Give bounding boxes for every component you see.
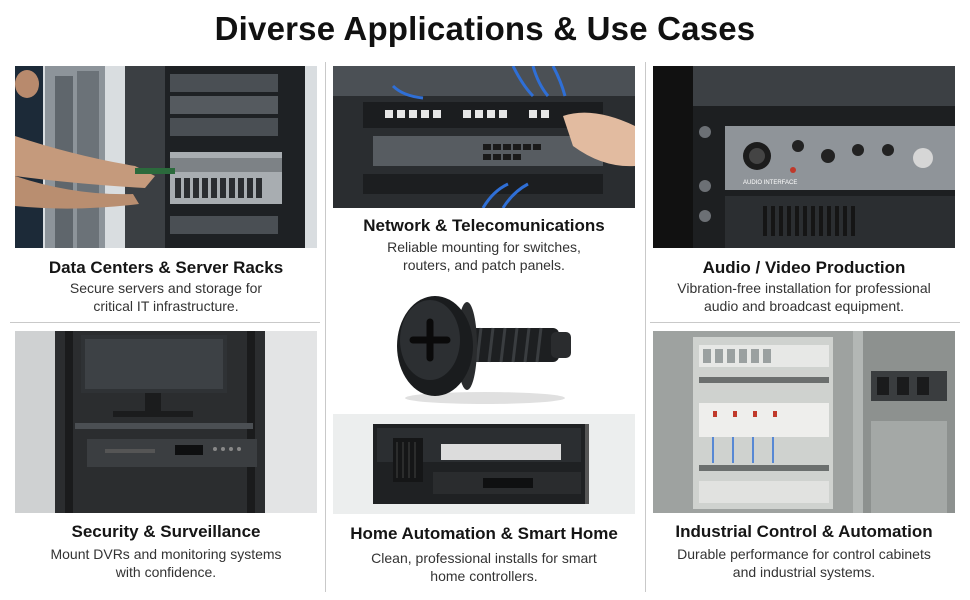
audio-interface-label: AUDIO INTERFACE <box>743 180 797 186</box>
industrial-desc-line-1: Durable performance for control cabinets <box>677 546 931 562</box>
data-centers-title: Data Centers & Server Racks <box>48 258 284 277</box>
network-desc-line-1: Reliable mounting for switches, <box>387 239 581 255</box>
home-automation-desc-line-2: home controllers. <box>430 568 538 584</box>
network-rack-photo <box>333 66 635 208</box>
grid-divider-vertical-left <box>325 62 326 592</box>
audio-video-description: Vibration-free installation for professi… <box>653 279 955 315</box>
home-automation-desc-line-1: Clean, professional installs for smart <box>371 550 597 566</box>
page-title: Diverse Applications & Use Cases <box>214 10 756 47</box>
grid-divider-horizontal-right <box>650 322 960 323</box>
industrial-title: Industrial Control & Automation <box>675 522 933 541</box>
data-centers-desc-line-2: critical IT infrastructure. <box>93 298 239 314</box>
industrial-control-photo <box>653 331 955 513</box>
security-rack-photo <box>15 331 317 513</box>
audio-video-title: Audio / Video Production <box>702 258 906 277</box>
audio-video-photo: AUDIO INTERFACE <box>653 66 955 248</box>
home-automation-photo <box>333 414 635 514</box>
home-automation-description: Clean, professional installs for smart h… <box>333 549 635 585</box>
security-desc-line-2: with confidence. <box>115 564 217 580</box>
audio-video-desc-line-1: Vibration-free installation for professi… <box>677 280 931 296</box>
industrial-desc-line-2: and industrial systems. <box>732 564 876 580</box>
grid-divider-horizontal-left <box>10 322 320 323</box>
security-title: Security & Surveillance <box>71 522 261 541</box>
data-centers-description: Secure servers and storage for critical … <box>15 279 317 315</box>
data-center-photo <box>15 66 317 248</box>
security-description: Mount DVRs and monitoring systems with c… <box>15 545 317 581</box>
industrial-description: Durable performance for control cabinets… <box>653 545 955 581</box>
grid-divider-vertical-right <box>645 62 646 592</box>
security-desc-line-1: Mount DVRs and monitoring systems <box>50 546 282 562</box>
home-automation-title: Home Automation & Smart Home <box>350 524 618 543</box>
network-description: Reliable mounting for switches, routers,… <box>333 238 635 274</box>
cage-screw-image <box>385 286 585 406</box>
network-desc-line-2: routers, and patch panels. <box>403 257 565 273</box>
audio-video-desc-line-2: audio and broadcast equipment. <box>703 298 905 314</box>
network-title: Network & Telecomunications <box>363 216 605 235</box>
data-centers-desc-line-1: Secure servers and storage for <box>69 280 263 296</box>
